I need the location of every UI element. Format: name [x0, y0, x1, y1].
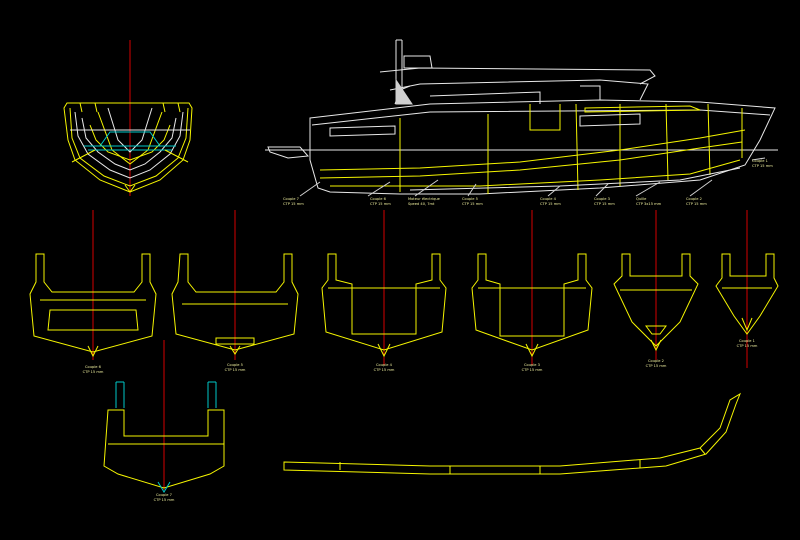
- profile-label-line1: Moteur électrique: [408, 197, 441, 201]
- section-couple-5: Couple 5 CTP 15 mm: [171, 210, 299, 372]
- section-couple-3: Couple 3 CTP 15 mm: [471, 210, 593, 372]
- profile-label-line1: Couple 4: [540, 197, 557, 201]
- profile-label-line2: CTP 15 mm: [540, 202, 561, 206]
- profile-label-line2: CTP 15 mm: [594, 202, 615, 206]
- profile-label-line2: CTP 3x15 mm: [636, 202, 662, 206]
- profile-label-line1: Couple 2: [686, 197, 702, 201]
- profile-label-line1: Couple 7: [283, 197, 299, 201]
- profile-label-line2: CTP 15 mm: [370, 202, 391, 206]
- profile-label-line1: Quille: [636, 197, 647, 201]
- profile-label-line1: Couple 1: [752, 159, 768, 163]
- body-plan-view: [63, 40, 193, 196]
- section-couple-2: Couple 2 CTP 15 mm: [613, 210, 699, 368]
- section-label-line2: CTP 15 mm: [522, 368, 543, 372]
- section-couple-4: Couple 4 CTP 15 mm: [321, 210, 447, 372]
- section-label-line1: Couple 4: [376, 363, 393, 367]
- profile-labels: Couple 7 CTP 15 mm Couple 6 CTP 15 mm Mo…: [283, 159, 773, 206]
- section-label-line1: Couple 6: [85, 365, 102, 369]
- section-label-line1: Couple 5: [227, 363, 243, 367]
- section-couple-6: Couple 6 CTP 15 mm: [29, 210, 157, 374]
- profile-label-line2: CTP 15 mm: [283, 202, 304, 206]
- section-label-line2: CTP 15 mm: [737, 344, 758, 348]
- profile-label-line2: CTP 15 mm: [752, 164, 773, 168]
- section-label-line2: CTP 15 mm: [225, 368, 246, 372]
- section-label-line1: Couple 2: [648, 359, 664, 363]
- section-label-line2: CTP 15 mm: [83, 370, 104, 374]
- section-couple-1: Couple 1 CTP 15 mm: [715, 210, 779, 368]
- section-label-line1: Couple 3: [524, 363, 540, 367]
- section-label-line2: CTP 15 mm: [374, 368, 395, 372]
- profile-label-line1: Couple 6: [370, 197, 387, 201]
- profile-label-line2: CTP 15 mm: [686, 202, 707, 206]
- section-label-line2: CTP 15 mm: [646, 364, 667, 368]
- profile-label-line1: Couple 5: [462, 197, 478, 201]
- section-couple-7: Couple 7 CTP 15 mm: [103, 340, 225, 502]
- profile-label-line1: Couple 3: [594, 197, 610, 201]
- section-label-line1: Couple 1: [739, 339, 755, 343]
- keel-piece: [283, 392, 742, 475]
- profile-label-line2: Speed 40, 7mt: [408, 202, 435, 206]
- side-profile-view: [265, 39, 778, 197]
- section-label-line2: CTP 15 mm: [154, 498, 175, 502]
- section-label-line1: Couple 7: [156, 493, 172, 497]
- profile-label-line2: CTP 15 mm: [462, 202, 483, 206]
